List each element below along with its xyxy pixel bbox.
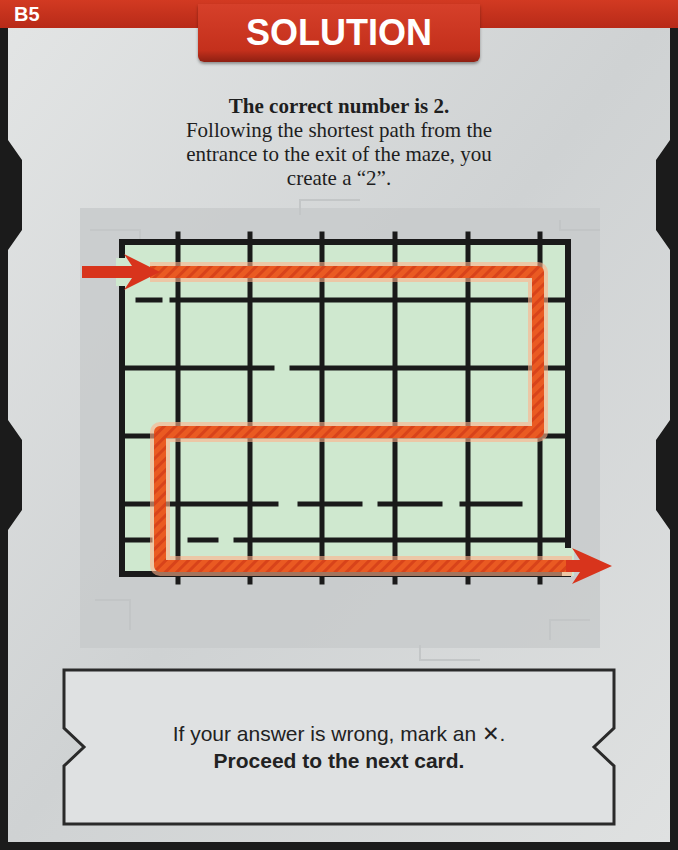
circuit-pattern (80, 200, 600, 660)
solution-explanation: The correct number is 2.Following the sh… (159, 94, 519, 190)
explanation-text: Following the shortest path from the ent… (159, 118, 519, 190)
solution-path (150, 272, 572, 566)
exit-arrow (566, 548, 612, 584)
panel-outline (62, 668, 616, 826)
instruction-box: If your answer is wrong, mark an ✕.Proce… (62, 668, 616, 826)
maze-walls (122, 234, 568, 582)
maze-floor (122, 242, 568, 574)
card-number: B5 (14, 3, 40, 25)
instruction-strong: Proceed to the next card. (214, 747, 465, 774)
metal-panel (8, 8, 670, 842)
title-text: SOLUTION (246, 13, 432, 53)
answer-statement: The correct number is 2. (159, 94, 519, 118)
instruction-text: If your answer is wrong, mark an ✕. (173, 720, 506, 747)
title-tab: SOLUTION (198, 4, 480, 62)
maze (82, 234, 612, 584)
entrance-arrow (82, 254, 160, 290)
